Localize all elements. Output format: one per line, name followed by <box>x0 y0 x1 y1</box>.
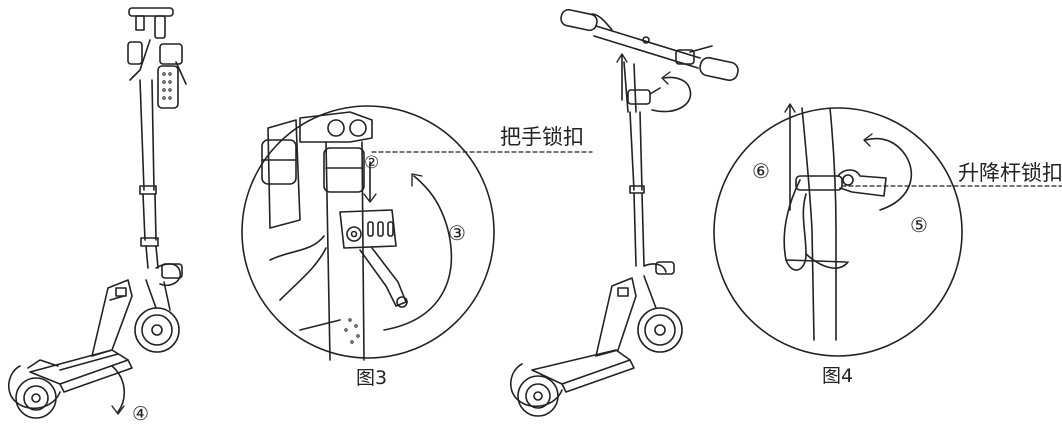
figure-4-caption: 图4 <box>822 365 853 387</box>
step-5-marker: ⑤ <box>910 213 928 237</box>
figure-3-caption: 图3 <box>356 367 387 389</box>
detail-circle-handle-lock <box>241 105 495 361</box>
step-4-marker: ④ <box>132 403 149 425</box>
handle-lock-label: 把手锁扣 <box>500 125 584 149</box>
scooter-right-illustration <box>510 8 739 417</box>
lift-rod-lock-label: 升降杆锁扣 <box>958 161 1062 185</box>
step-6-marker: ⑥ <box>752 159 770 183</box>
step-2-marker: ② <box>364 153 379 173</box>
scooter-left-illustration <box>8 7 187 419</box>
detail-circle-lift-rod-lock <box>713 103 963 357</box>
step-3-marker: ③ <box>448 221 466 245</box>
